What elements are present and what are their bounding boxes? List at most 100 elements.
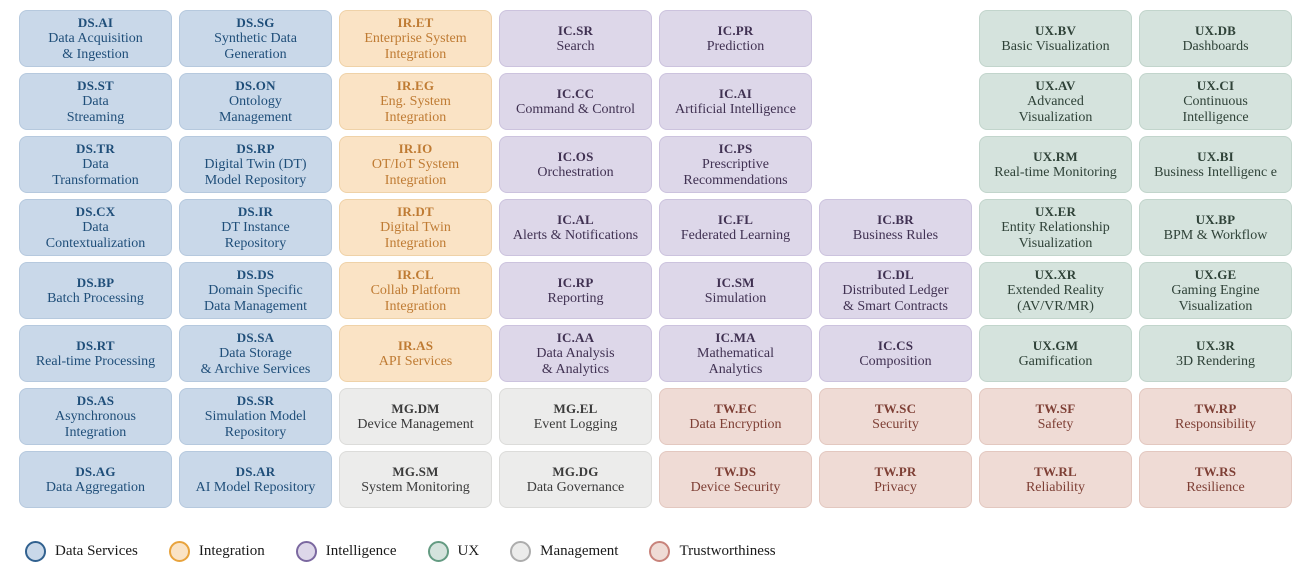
cell-label: Data Analysis & Analytics (536, 345, 615, 377)
cell-label: Digital Twin Integration (380, 219, 451, 251)
legend-item-label: Management (540, 543, 619, 559)
cell-code: TW.SC (874, 400, 917, 416)
cell-code: UX.BV (1034, 22, 1077, 38)
capability-cell-ux-gm: UX.GM Gamification (979, 325, 1132, 382)
cell-label: Ontology Management (218, 93, 293, 125)
legend-color-circle-icon (25, 541, 46, 562)
cell-code: UX.ER (1034, 203, 1077, 219)
cell-code: UX.XR (1034, 266, 1077, 282)
cell-label: Device Management (357, 416, 474, 432)
cell-code: IR.CL (397, 266, 434, 282)
cell-label: Federated Learning (680, 227, 791, 243)
cell-label: Enterprise System Integration (364, 30, 467, 62)
cell-code: UX.GE (1194, 266, 1237, 282)
capability-cell-ir-as: IR.AS API Services (339, 325, 492, 382)
capability-cell-ux-bi: UX.BI Business Intelligenc e (1139, 136, 1292, 193)
cell-code: DS.RT (76, 337, 115, 353)
cell-code: DS.AI (77, 14, 114, 30)
cell-label: Synthetic Data Generation (214, 30, 297, 62)
capability-cell-ir-cl: IR.CL Collab Platform Integration (339, 262, 492, 319)
capability-cell-tw-rs: TW.RS Resilience (1139, 451, 1292, 508)
cell-code: IC.RP (557, 274, 594, 290)
capability-cell-ds-st: DS.ST Data Streaming (19, 73, 172, 130)
cell-label: Data Aggregation (45, 479, 146, 495)
cell-code: IR.EG (396, 77, 435, 93)
capability-cell-ic-pr: IC.PR Prediction (659, 10, 812, 67)
cell-code: DS.AR (235, 463, 276, 479)
legend-item-label: Data Services (55, 543, 138, 559)
cell-label: Advanced Visualization (1018, 93, 1093, 125)
cell-code: DS.ON (235, 77, 276, 93)
capability-cell-ux-db: UX.DB Dashboards (1139, 10, 1292, 67)
cell-label: Data Streaming (66, 93, 125, 125)
capability-cell-ic-aa: IC.AA Data Analysis & Analytics (499, 325, 652, 382)
cell-code: TW.DS (714, 463, 757, 479)
capability-cell-ux-av: UX.AV Advanced Visualization (979, 73, 1132, 130)
capability-cell-ux-3r: UX.3R 3D Rendering (1139, 325, 1292, 382)
cell-code: UX.RM (1033, 148, 1078, 164)
capability-cell-ds-rt: DS.RT Real-time Processing (19, 325, 172, 382)
capability-cell-ds-sr: DS.SR Simulation Model Repository (179, 388, 332, 445)
cell-code: IR.DT (397, 203, 434, 219)
capability-cell-ux-bp: UX.BP BPM & Workflow (1139, 199, 1292, 256)
cell-code: IC.CS (877, 337, 914, 353)
capability-cell-ic-ma: IC.MA Mathematical Analytics (659, 325, 812, 382)
cell-code: IR.ET (397, 14, 434, 30)
legend-color-circle-icon (168, 541, 190, 562)
legend-item-label: Integration (198, 543, 265, 559)
cell-label: Business Intelligenc e (1154, 164, 1277, 180)
cell-code: TW.RP (1194, 400, 1237, 416)
capability-cell-ux-ci: UX.CI Continuous Intelligence (1139, 73, 1292, 130)
capability-cell-ux-xr: UX.XR Extended Reality (AV/VR/MR) (979, 262, 1132, 319)
capability-cell-ds-as: DS.AS Asynchronous Integration (19, 388, 172, 445)
capability-cell-tw-ds: TW.DS Device Security (659, 451, 812, 508)
cell-code: UX.BP (1195, 211, 1236, 227)
legend-item-ir: Integration (168, 541, 265, 562)
capability-cell-ic-dl: IC.DL Distributed Ledger & Smart Contrac… (819, 262, 972, 319)
cell-code: TW.RL (1034, 463, 1077, 479)
cell-label: System Monitoring (361, 479, 470, 495)
capability-cell-ic-br: IC.BR Business Rules (819, 199, 972, 256)
capability-cell-ds-tr: DS.TR Data Transformation (19, 136, 172, 193)
capability-grid: DS.AI Data Acquisition & Ingestion DS.ST… (19, 10, 1292, 508)
cell-label: Reliability (1025, 479, 1086, 495)
cell-label: Extended Reality (AV/VR/MR) (1007, 282, 1104, 314)
legend-item-tw: Trustworthiness (649, 541, 776, 562)
cell-label: Simulation Model Repository (204, 408, 307, 440)
cell-code: MG.EL (553, 400, 598, 416)
capability-cell-ds-ds: DS.DS Domain Specific Data Management (179, 262, 332, 319)
cell-code: TW.SF (1035, 400, 1076, 416)
cell-label: Data Encryption (689, 416, 782, 432)
capability-cell-ds-ar: DS.AR AI Model Repository (179, 451, 332, 508)
capability-cell-tw-rl: TW.RL Reliability (979, 451, 1132, 508)
capability-cell-ux-er: UX.ER Entity Relationship Visualization (979, 199, 1132, 256)
cell-label: Safety (1037, 416, 1074, 432)
cell-label: Eng. System Integration (380, 93, 451, 125)
cell-label: AI Model Repository (195, 479, 316, 495)
cell-code: MG.DG (552, 463, 599, 479)
cell-code: UX.DB (1194, 22, 1237, 38)
cell-label: Command & Control (516, 101, 635, 117)
capability-cell-ds-cx: DS.CX Data Contextualization (19, 199, 172, 256)
cell-code: IC.AA (556, 329, 595, 345)
cell-code: IC.FL (717, 211, 754, 227)
cell-code: DS.ST (77, 77, 114, 93)
capability-cell-ux-rm: UX.RM Real-time Monitoring (979, 136, 1132, 193)
cell-label: Domain Specific Data Management (203, 282, 307, 314)
capability-cell-mg-el: MG.EL Event Logging (499, 388, 652, 445)
cell-code: DS.RP (236, 140, 275, 156)
cell-code: IR.AS (397, 337, 434, 353)
legend-item-ux: UX (427, 541, 479, 562)
capability-cell-mg-dg: MG.DG Data Governance (499, 451, 652, 508)
cell-label: 3D Rendering (1176, 353, 1255, 369)
capability-cell-ir-eg: IR.EG Eng. System Integration (339, 73, 492, 130)
cell-label: Gamification (1018, 353, 1093, 369)
capability-cell-tw-rp: TW.RP Responsibility (1139, 388, 1292, 445)
capability-cell-ic-rp: IC.RP Reporting (499, 262, 652, 319)
capability-cell-tw-pr: TW.PR Privacy (819, 451, 972, 508)
cell-code: MG.DM (391, 400, 440, 416)
cell-label: Data Storage & Archive Services (200, 345, 311, 377)
cell-label: Batch Processing (47, 290, 144, 306)
cell-code: IC.BR (877, 211, 914, 227)
